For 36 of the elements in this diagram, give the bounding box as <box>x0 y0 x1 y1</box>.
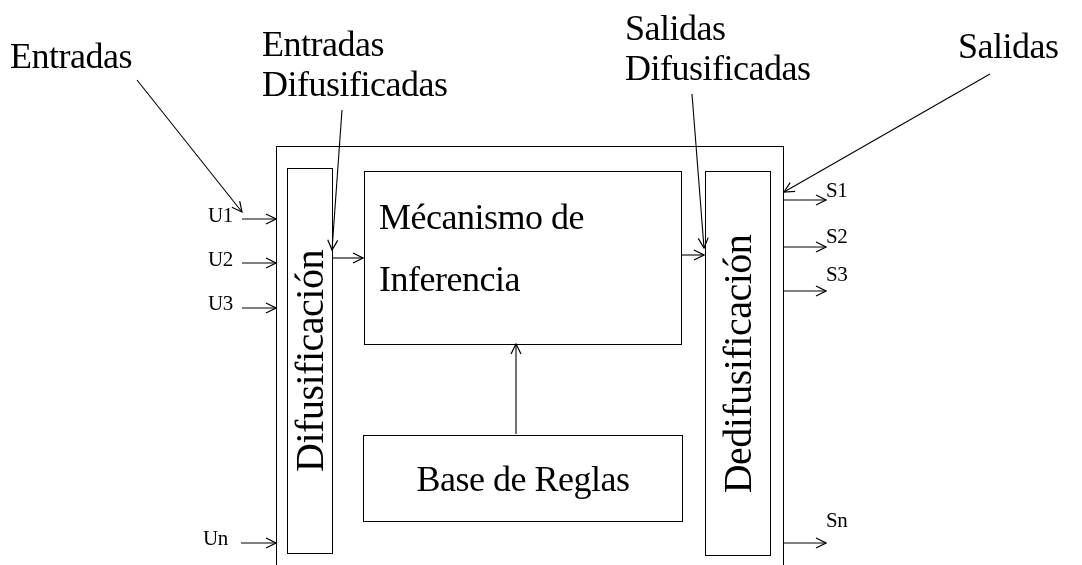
arrow <box>241 302 277 314</box>
arrow <box>783 241 827 253</box>
arrow <box>331 252 364 264</box>
vertical-label: Difusificación <box>288 250 332 472</box>
box-label: Mécanismo de Inferencia <box>379 196 584 301</box>
process-box <box>364 171 682 345</box>
leader-line <box>783 73 991 193</box>
text-label: Entradas Difusificadas <box>262 24 482 110</box>
arrow <box>680 249 705 261</box>
leader-line <box>691 93 709 249</box>
leader-line <box>136 79 243 213</box>
arrow <box>240 537 277 549</box>
arrow <box>241 257 277 269</box>
process-bar <box>705 171 771 556</box>
vertical-label: Dedifusificación <box>716 234 760 493</box>
arrow <box>783 194 827 206</box>
signal-label: S3 <box>826 262 862 294</box>
signal-label: S1 <box>826 178 862 204</box>
process-box <box>363 435 683 522</box>
system-boundary-box <box>276 146 784 565</box>
signal-label: U3 <box>208 291 242 317</box>
signal-label: Un <box>203 526 241 552</box>
arrow <box>783 285 827 297</box>
signal-label: Sn <box>826 508 862 548</box>
box-label: Base de Reglas <box>415 458 631 499</box>
process-bar <box>287 168 333 554</box>
text-label: Salidas Difusificadas <box>625 8 845 94</box>
leader-line <box>327 109 343 251</box>
text-label: Entradas <box>10 36 160 80</box>
text-label: Salidas <box>958 26 1080 74</box>
signal-label: S2 <box>826 224 862 250</box>
arrow <box>510 343 522 435</box>
signal-label: U2 <box>208 247 242 273</box>
arrow <box>783 537 827 549</box>
signal-label: U1 <box>208 203 242 229</box>
arrow <box>241 213 277 225</box>
